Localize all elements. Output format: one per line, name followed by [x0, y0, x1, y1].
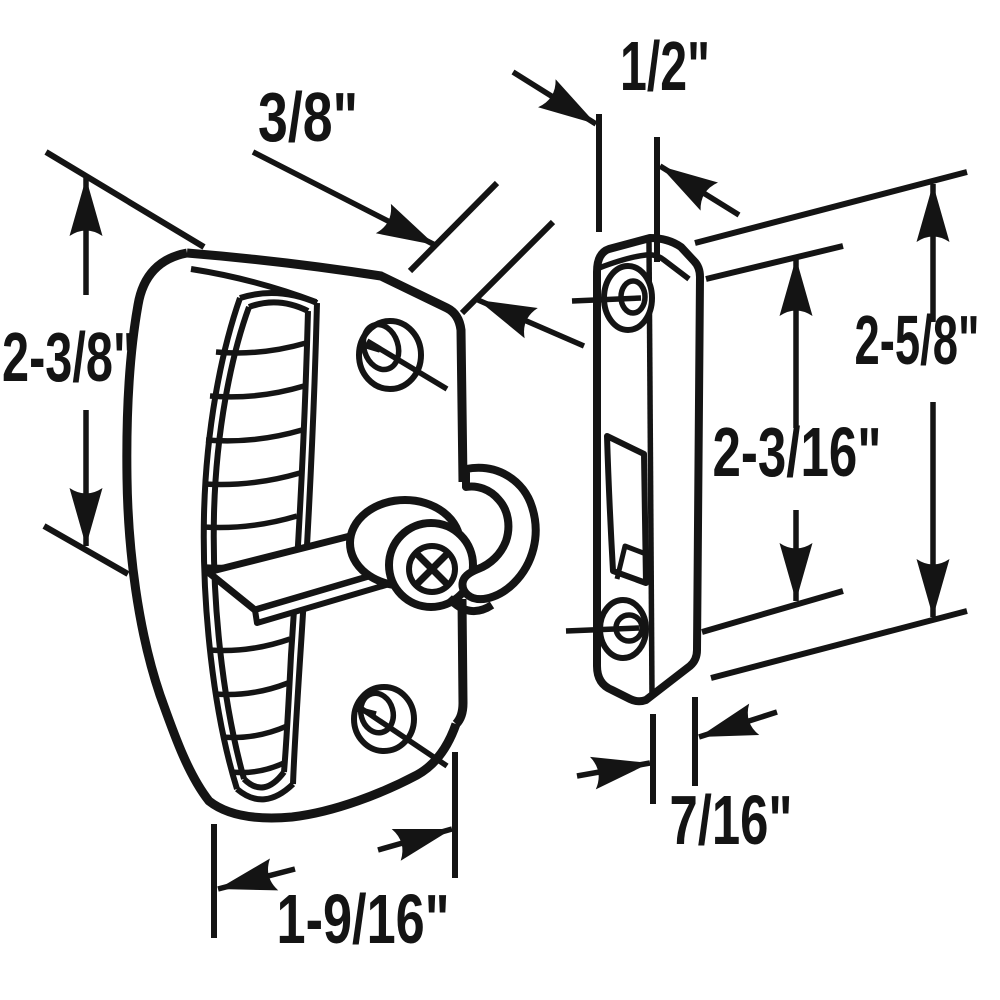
extension-line — [44, 149, 206, 250]
strike-top-inner-line — [598, 252, 691, 282]
dim-arrow — [576, 756, 651, 790]
dim-label-strike-face-width: 1/2" — [620, 27, 710, 105]
latch-screw-hole-bottom — [351, 684, 449, 769]
dimension-latch-height: 2-3/8" — [2, 149, 206, 577]
latch-screw-hole-top — [356, 318, 449, 392]
dimension-latch-width: 1-9/16" — [211, 752, 458, 958]
latch-plate-right-edge — [452, 598, 468, 728]
dim-label-strike-height: 2-5/8" — [855, 301, 980, 379]
dim-label-strike-side-depth: 7/16" — [670, 781, 793, 859]
dim-label-latch-width: 1-9/16" — [277, 880, 450, 958]
dimension-annotations: 3/8" 1/2" 2-3/8" — [2, 27, 980, 958]
extension-line — [705, 243, 844, 282]
extension-line — [42, 523, 130, 577]
dimension-plate-thickness: 3/8" — [251, 78, 586, 349]
latch-body-outline — [122, 248, 461, 823]
dim-arrow — [377, 826, 453, 861]
latch-assembly — [122, 248, 540, 823]
strike-slot — [604, 433, 649, 586]
strike-screw-hole-bottom — [565, 597, 649, 661]
extension-line — [407, 180, 500, 274]
dim-label-plate-thickness: 3/8" — [258, 78, 358, 156]
strike-screw-hole-top — [571, 263, 655, 333]
dim-label-latch-height: 2-3/8" — [2, 318, 136, 396]
dim-arrow — [251, 149, 437, 248]
dim-arrow — [698, 703, 778, 740]
latch-plate-top-edge — [186, 248, 468, 483]
dim-arrow — [511, 69, 598, 127]
dimension-strike-hole-spacing: 2-3/16" — [701, 243, 882, 635]
extension-line — [459, 219, 556, 316]
extension-line — [694, 169, 968, 246]
latch-hook — [446, 463, 540, 616]
strike-plate — [565, 234, 704, 706]
hook-lower-horn — [446, 595, 495, 616]
dimension-strike-face-width: 1/2" — [511, 27, 741, 262]
dimension-strike-side-depth: 7/16" — [576, 697, 793, 859]
extension-line — [701, 588, 844, 635]
screw-hole-leader — [365, 338, 449, 392]
dim-arrow — [217, 858, 296, 892]
screw-hole-leader — [571, 295, 642, 304]
screw-hole-leader — [565, 625, 640, 634]
dim-arrow — [476, 297, 586, 349]
extension-line — [710, 608, 968, 681]
screw-hole-leader — [360, 706, 449, 769]
dim-arrow — [658, 163, 741, 218]
dim-label-strike-hole-spacing: 2-3/16" — [713, 413, 882, 491]
phillips-screw-icon — [406, 543, 458, 595]
dimension-strike-height: 2-5/8" — [694, 169, 980, 681]
